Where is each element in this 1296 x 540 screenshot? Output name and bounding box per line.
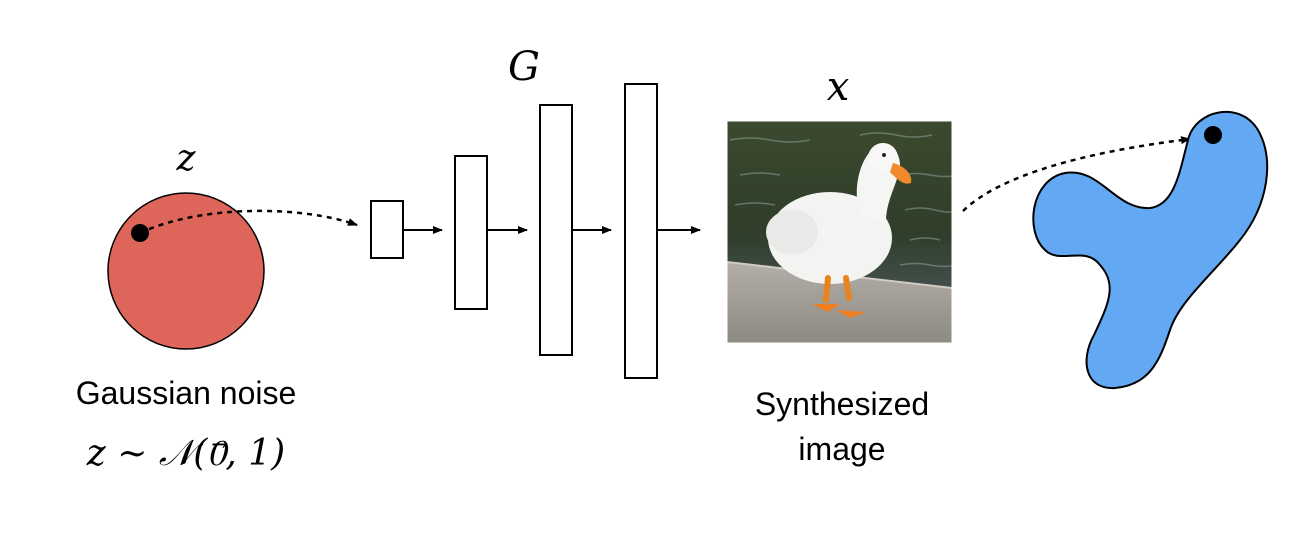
latent-caption: Gaussian noise: [76, 375, 297, 411]
latent-symbol: z: [176, 138, 197, 179]
output-caption-line1: Synthesized: [755, 386, 929, 422]
latent-space-circle: [107, 192, 265, 350]
latent-formula: z ∼ 𝒩(0⃗, 1): [86, 433, 285, 474]
data-manifold-shape: [1032, 111, 1269, 390]
generator-symbol: G: [508, 44, 540, 90]
generator-layer-1: [370, 200, 404, 259]
output-symbol: x: [827, 64, 850, 110]
synthesized-duck-image: [727, 121, 952, 343]
sample-to-generator-dashed-arrow: [139, 209, 358, 235]
image-to-manifold-dashed-arrow: [962, 136, 1191, 212]
generator-layer-2: [454, 155, 488, 310]
generator-layer-3: [539, 104, 573, 356]
generator-layer-4: [624, 83, 658, 379]
manifold-sample-point: [1204, 126, 1222, 144]
output-caption-line2: image: [798, 431, 885, 467]
